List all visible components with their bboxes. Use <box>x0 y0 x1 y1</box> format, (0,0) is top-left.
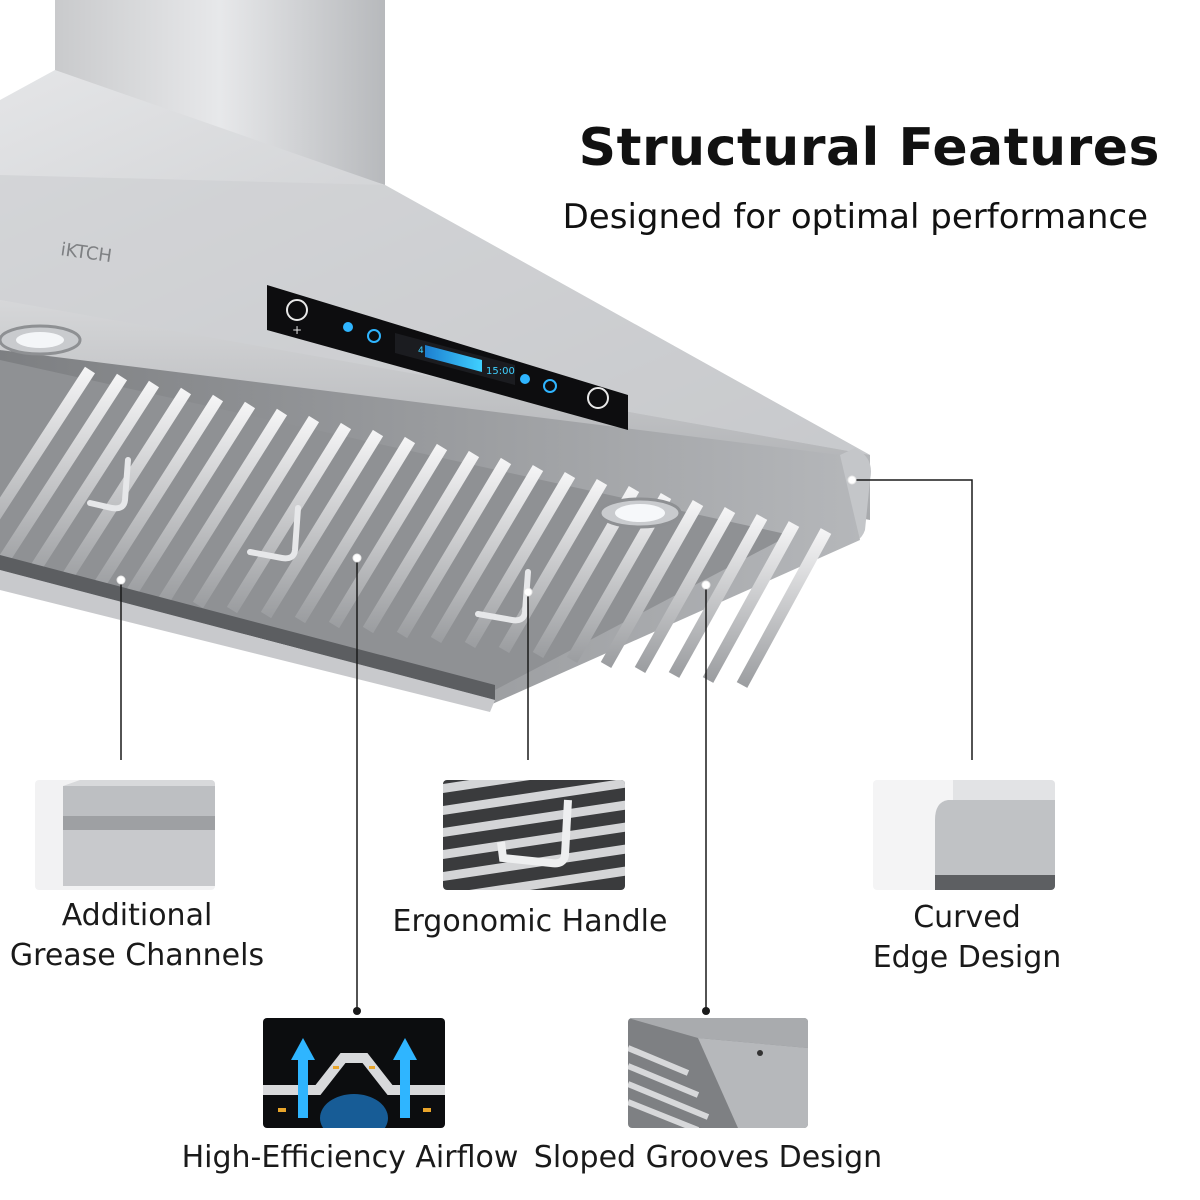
baffle-bar <box>0 373 128 577</box>
range-hood-image: iKTCH + 4 15:00 <box>0 0 973 760</box>
panel-level: 4 <box>418 346 424 356</box>
handle-thumbnail <box>443 780 625 890</box>
chimney <box>55 0 385 185</box>
page-title: Structural Features <box>578 118 1160 178</box>
hand-wave-icon-right[interactable] <box>587 387 609 409</box>
callout-lines <box>120 479 973 760</box>
control-panel: + 4 15:00 <box>267 285 628 430</box>
baffle-bar <box>702 521 800 683</box>
baffle-bar <box>0 366 96 520</box>
baffle-bar <box>600 500 704 668</box>
baffle-bar <box>634 507 736 673</box>
panel-time: 15:00 <box>486 366 515 377</box>
feature-label-handle: Ergonomic Handle <box>392 904 668 939</box>
feature-label-airflow: High-Efficiency Airflow <box>181 1140 519 1175</box>
airflow-thumbnail <box>263 1018 445 1128</box>
power-icon[interactable] <box>543 379 557 393</box>
hand-wave-icon[interactable] <box>286 299 308 321</box>
curved-edge-thumbnail <box>873 780 1055 890</box>
baffle-bar <box>294 436 416 624</box>
baffle-bar <box>90 394 224 594</box>
level-bar <box>425 345 482 372</box>
svg-text:+: + <box>292 323 302 337</box>
baffle-bar <box>396 457 512 639</box>
feature-label-grease: Additional Grease Channels <box>9 898 265 973</box>
fan-icon[interactable] <box>520 374 530 384</box>
baffle-bar <box>668 514 768 678</box>
feature-label-curved: Curved Edge Design <box>872 900 1062 975</box>
timer-icon[interactable] <box>367 329 381 343</box>
baffle-bar <box>260 429 384 619</box>
grease-channel-thumbnail <box>35 780 215 890</box>
baffle-bar <box>328 443 448 629</box>
feature-label-sloped: Sloped Grooves Design <box>533 1140 883 1175</box>
callout-lines-lower <box>353 760 710 1015</box>
baffle-bar <box>192 415 320 609</box>
baffle-bar <box>124 401 256 599</box>
baffle-bar <box>430 464 544 644</box>
page-subtitle: Designed for optimal performance <box>562 197 1148 237</box>
baffle-bar <box>226 422 352 614</box>
gear-icon[interactable] <box>343 322 353 332</box>
baffle-bar <box>158 408 288 604</box>
handles <box>87 457 531 624</box>
sloped-grooves-thumbnail <box>628 1018 808 1128</box>
baffle-bar <box>22 380 160 584</box>
baffle-bar <box>736 528 832 688</box>
grease-channel <box>0 555 495 700</box>
baffle-bar <box>362 450 480 634</box>
